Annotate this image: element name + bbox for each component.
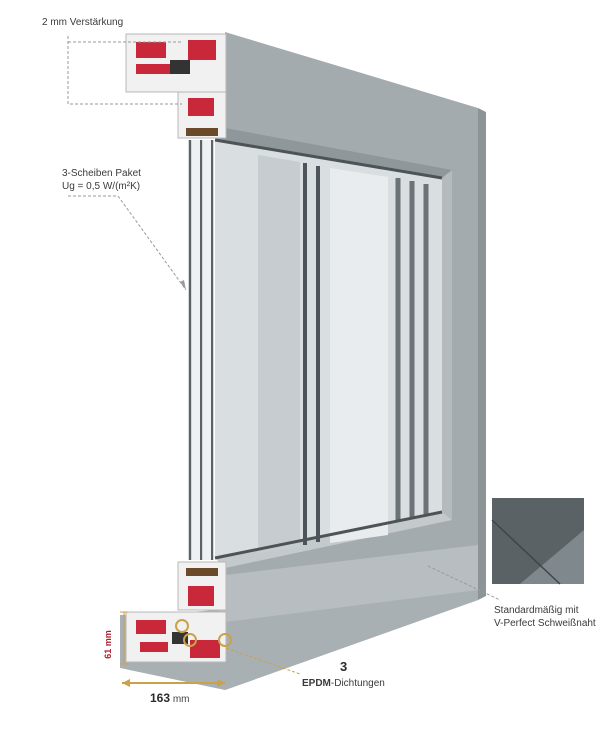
glass-leader-diag [117, 195, 187, 291]
seal-marker-3 [218, 633, 232, 647]
recess-top [215, 128, 452, 178]
reinforcement-label: 2 mm Verstärkung [42, 17, 124, 28]
glass-pane-inner-shade [258, 155, 300, 553]
glass-ug-value: Ug = 0,5 W/(m²K) [62, 181, 141, 192]
glass-pane-highlight [330, 168, 388, 543]
weld-label-line1: Standardmäßig mit [494, 605, 579, 616]
width-dim-label: 163 mm [150, 692, 189, 706]
reinforcement-leader [67, 36, 182, 105]
weld-label-line2: V-Perfect Schweißnaht [494, 618, 596, 629]
sash-edge-top [214, 138, 443, 180]
glass-gap-1 [192, 140, 200, 560]
seals-leader [225, 647, 301, 675]
seal-marker-1 [175, 619, 189, 633]
top-profile-section [125, 33, 227, 139]
glass-package-label: 3-Scheiben Paket [62, 168, 141, 179]
bottom-profile-section [125, 561, 227, 663]
glass-leader-arrow [180, 280, 186, 290]
width-dim-number: 163 [150, 691, 171, 705]
weld-leader [427, 565, 501, 601]
seals-label-rest: -Dichtungen [330, 678, 385, 689]
recess-right [442, 170, 452, 520]
height-dim-label: 61 mm [102, 630, 113, 659]
frame-right-side [478, 108, 486, 600]
seals-count: 3 [340, 659, 348, 674]
width-dim-arrow-right [217, 679, 225, 687]
width-dim-arrow-left [122, 679, 130, 687]
glass-opening [215, 140, 442, 558]
glass-gap-2 [203, 140, 211, 560]
weld-inset-image [491, 498, 584, 585]
width-dim-unit: mm [172, 694, 190, 705]
seals-label-bold: EPDM [302, 678, 331, 689]
seals-label: EPDM-Dichtungen [302, 677, 385, 690]
frame-bottom-sill-top [200, 545, 478, 622]
seal-marker-2 [183, 633, 197, 647]
sash-edge-bottom [214, 510, 443, 560]
